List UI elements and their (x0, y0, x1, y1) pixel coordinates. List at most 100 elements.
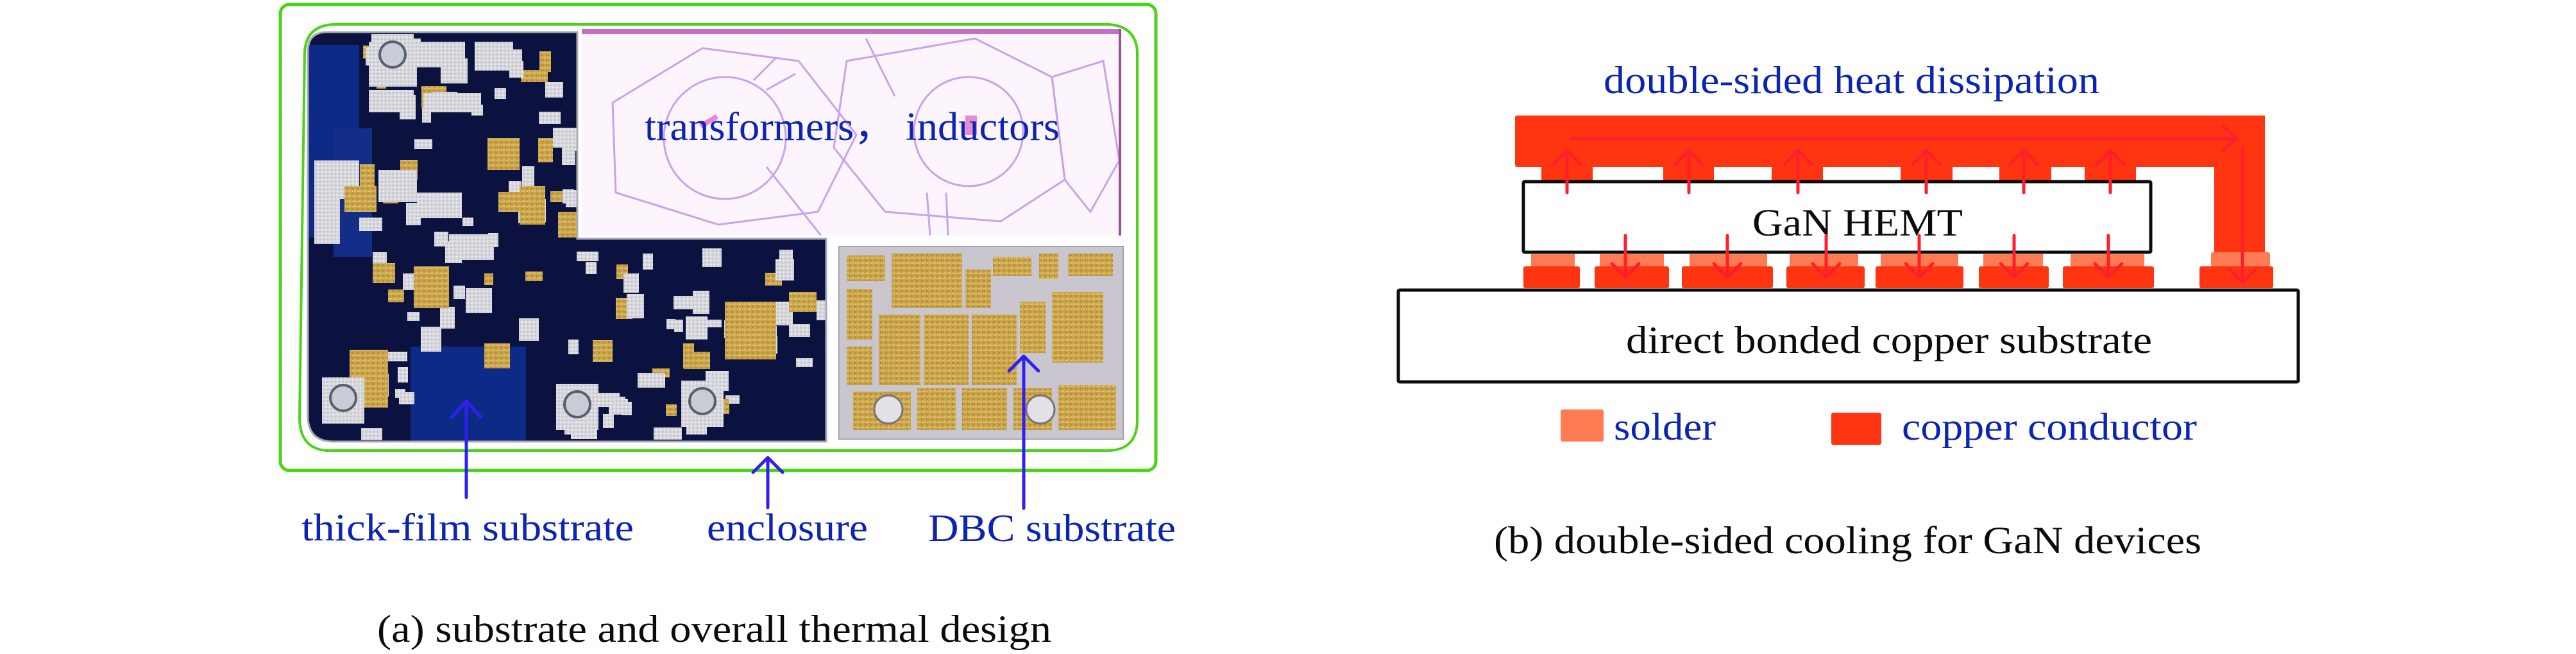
panel-b-caption: (b) double-sided cooling for GaN devices (1494, 519, 2201, 562)
dbc-copper-area (972, 314, 1017, 385)
thick-film-arrow (450, 399, 483, 499)
copper-pad (1595, 266, 1669, 288)
board-component (373, 263, 395, 283)
board-component (627, 294, 644, 318)
board-component (643, 254, 653, 270)
solder-pad (1600, 254, 1664, 267)
board-component (462, 218, 473, 226)
board-component (538, 138, 553, 162)
board-component (693, 291, 709, 314)
mounting-hole (1025, 394, 1056, 425)
board-component (378, 170, 417, 202)
dbc-copper-area (1052, 292, 1103, 363)
heat-arrow-up (1911, 148, 1942, 194)
dbc-copper-area (1058, 385, 1116, 430)
board-component (520, 186, 545, 225)
legend-solder-label: solder (1614, 406, 1716, 448)
board-component (487, 138, 520, 170)
solder-pad (2211, 252, 2270, 267)
board-component (593, 340, 613, 362)
dbc-copper-area (924, 314, 969, 385)
board-component (475, 42, 513, 71)
enclosure-label: enclosure (707, 506, 868, 549)
board-component (399, 392, 414, 404)
board-component (558, 212, 584, 237)
board-component (360, 164, 375, 187)
dbc-copper-area (847, 347, 872, 385)
heat-arrow-down (1712, 234, 1743, 279)
solder-pad (1790, 254, 1858, 267)
magnetics-drawing (582, 29, 1121, 236)
dbc-copper-area (993, 257, 1031, 276)
solder-pad (1531, 254, 1575, 267)
panel-a-caption: (a) substrate and overall thermal design (377, 608, 1051, 650)
mounting-hole (378, 40, 407, 69)
heat-arrow-up (2095, 148, 2126, 194)
dbc-substrate-label: direct bonded copper substrate (1626, 319, 2152, 361)
board-component (623, 273, 639, 293)
enclosure-arrow (751, 456, 784, 510)
board-component (421, 327, 441, 352)
gan-hemt-box (1521, 180, 2153, 254)
mounting-hole (873, 394, 904, 425)
board-component (449, 234, 494, 260)
board-component (519, 318, 539, 341)
board-component (545, 82, 563, 98)
solder-layer (1531, 252, 2270, 267)
gan-hemt-label: GaN HEMT (1752, 202, 1963, 244)
copper-pad (1523, 266, 1580, 288)
dbc-copper-area (1020, 302, 1046, 353)
heat-dissipation-title: double-sided heat dissipation (1604, 59, 2099, 101)
board-component (702, 248, 722, 267)
board-component (398, 367, 408, 383)
board-component (654, 427, 682, 440)
board-component (622, 402, 632, 415)
board-component (539, 112, 561, 124)
enclosure-outer-outline (278, 3, 1158, 472)
heat-arrow-up (2008, 148, 2039, 194)
dbc-copper-area (847, 289, 872, 340)
board-component (674, 320, 683, 332)
board-component (407, 312, 419, 321)
dbc-arrow (1007, 354, 1040, 510)
board-component (539, 51, 551, 72)
board-component (598, 393, 620, 407)
heat-arrow-down (1610, 234, 1641, 279)
board-component (361, 428, 382, 440)
board-component (666, 319, 675, 329)
board-component (694, 320, 722, 327)
heat-arrow-up (1552, 148, 1582, 194)
board-component (414, 139, 432, 149)
magnetics-label: transformers， inductors (645, 105, 1060, 149)
board-component (484, 273, 493, 285)
panel-a: transformers， inductors thick-film subst… (278, 3, 1176, 650)
enclosure-inner-outline (298, 22, 1139, 452)
board-component (562, 144, 575, 165)
mounting-hole (329, 384, 357, 412)
dbc-photo (838, 246, 1124, 440)
dbc-copper-area (1068, 254, 1113, 276)
heat-arrow-up (1783, 148, 1813, 194)
legend: solder copper conductor (1561, 406, 2197, 448)
dbc-substrate-box (1396, 288, 2300, 384)
copper-layer (1523, 266, 2273, 288)
board-component (466, 288, 492, 313)
dbc-copper-area (917, 388, 956, 430)
board-component (586, 262, 597, 274)
board-component (577, 252, 598, 261)
board-component (725, 302, 776, 359)
dbc-copper-area (847, 255, 885, 281)
board-component (553, 128, 577, 148)
board-component (666, 404, 677, 416)
heat-arrow-up (1674, 148, 1704, 194)
board-component (417, 42, 465, 67)
board-component (359, 218, 382, 231)
board-component (369, 90, 414, 112)
panel-b: double-sided heat dissipation GaN HEMT (1396, 59, 2300, 562)
heat-arrow-lateral (1570, 124, 2239, 153)
board-component (817, 300, 826, 320)
heat-arrow-down (1811, 234, 1842, 279)
mounting-hole (688, 387, 716, 415)
board-component (314, 193, 340, 244)
